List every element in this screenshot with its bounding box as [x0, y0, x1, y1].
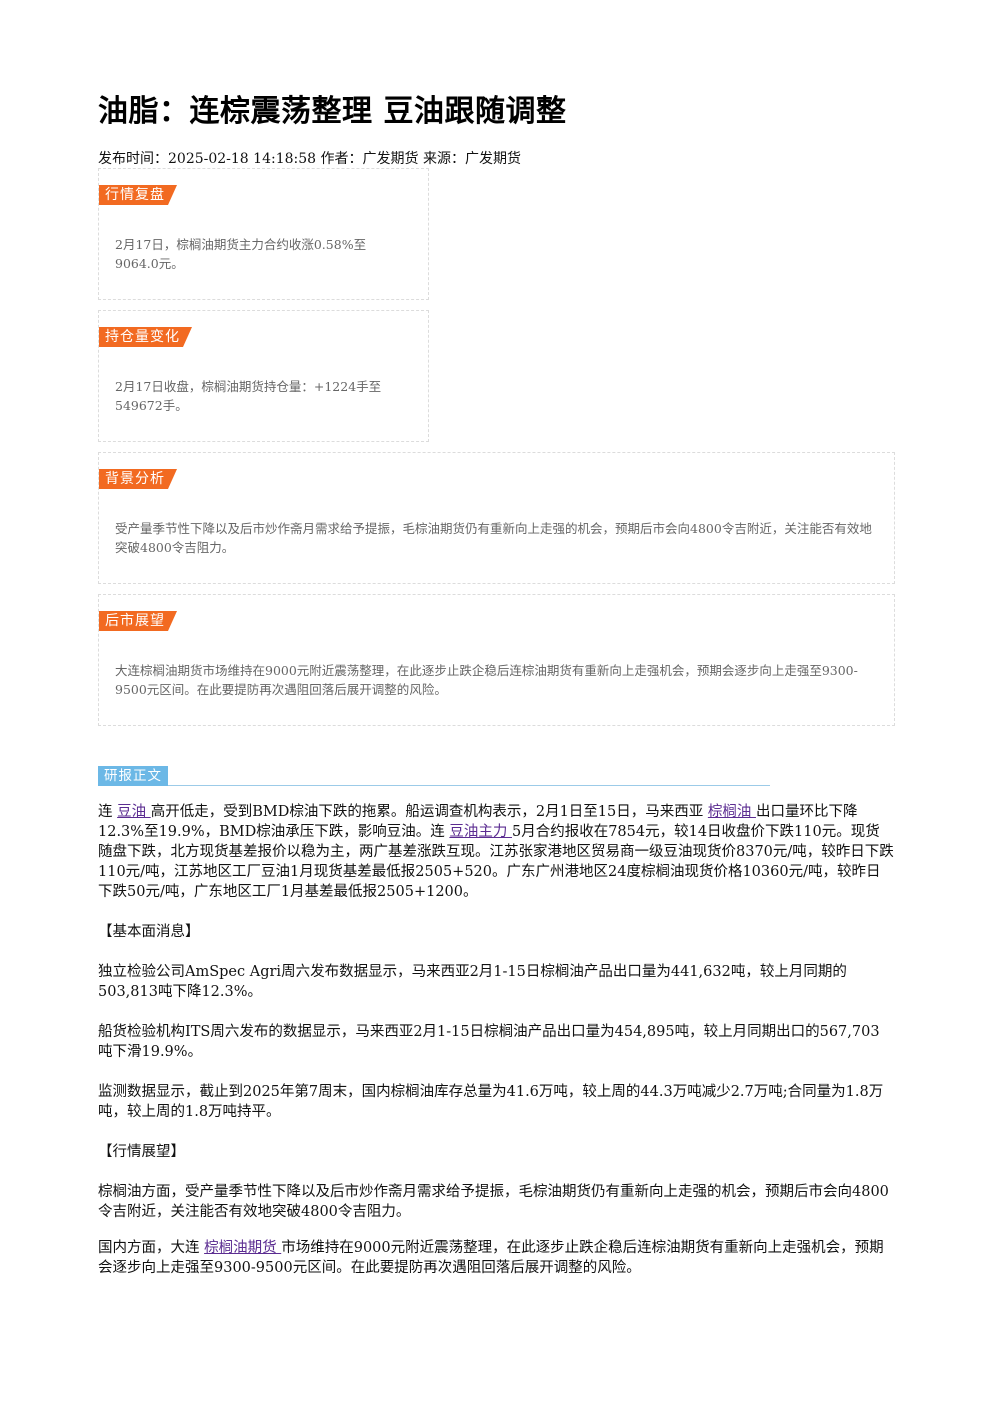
article-title: 油脂：连棕震荡整理 豆油跟随调整	[98, 94, 567, 129]
position-change-tag: 持仓量变化	[99, 327, 192, 347]
market-review-text: 2月17日，棕榈油期货主力合约收涨0.58%至9064.0元。	[115, 237, 367, 271]
link-palm-oil-futures[interactable]: 棕榈油期货	[204, 1240, 282, 1256]
article-meta: 发布时间：2025-02-18 14:18:58 作者：广发期货 来源：广发期货	[98, 151, 521, 167]
link-soybean-oil[interactable]: 豆油	[117, 804, 151, 820]
outlook-tag: 后市展望	[99, 611, 177, 631]
body-paragraph-4: 监测数据显示，截止到2025年第7周末，国内棕榈油库存总量为41.6万吨，较上周…	[98, 1084, 884, 1120]
text-run: 5月合约报收在7854元，较14日收盘价下跌110元。现货随盘下跌，北方现货基差…	[98, 824, 894, 900]
report-tag: 研报正文	[98, 766, 168, 786]
body-paragraph-3: 船货检验机构ITS周六发布的数据显示，马来西亚2月1-15日棕榈油产品出口量为4…	[98, 1024, 880, 1060]
position-change-box: 持仓量变化 2月17日收盘，棕榈油期货持仓量：+1224手至549672手。	[98, 310, 429, 442]
market-review-box: 行情复盘 2月17日，棕榈油期货主力合约收涨0.58%至9064.0元。	[98, 168, 429, 300]
section-heading-outlook: 【行情展望】	[98, 1144, 185, 1160]
text-run: 连	[98, 804, 118, 820]
background-tag: 背景分析	[99, 469, 177, 489]
report-header: 研报正文	[98, 766, 770, 788]
section-heading-fundamentals: 【基本面消息】	[98, 924, 200, 940]
body-paragraph-6: 国内方面，大连 棕榈油期货 市场维持在9000元附近震荡整理，在此逐步止跌企稳后…	[98, 1238, 894, 1278]
market-review-tag: 行情复盘	[99, 185, 177, 205]
link-palm-oil[interactable]: 棕榈油	[707, 804, 756, 820]
body-paragraph-5: 棕榈油方面，受产量季节性下降以及后市炒作斋月需求给予提振，毛棕油期货仍有重新向上…	[98, 1184, 889, 1220]
link-soybean-oil-main[interactable]: 豆油主力	[449, 824, 512, 840]
text-run: 市场维持在9000元附近震荡整理，在此逐步止跌企稳后连棕油期货有重新向上走强机会…	[98, 1240, 884, 1276]
outlook-box: 后市展望 大连棕榈油期货市场维持在9000元附近震荡整理，在此逐步止跌企稳后连棕…	[98, 594, 895, 726]
outlook-text: 大连棕榈油期货市场维持在9000元附近震荡整理，在此逐步止跌企稳后连棕油期货有重…	[115, 663, 858, 697]
position-change-text: 2月17日收盘，棕榈油期货持仓量：+1224手至549672手。	[115, 379, 382, 413]
text-run: 高开低走，受到BMD棕油下跌的拖累。船运调查机构表示，2月1日至15日，马来西亚	[150, 804, 708, 820]
body-paragraph-1: 连 豆油 高开低走，受到BMD棕油下跌的拖累。船运调查机构表示，2月1日至15日…	[98, 802, 894, 902]
body-paragraph-2: 独立检验公司AmSpec Agri周六发布数据显示，马来西亚2月1-15日棕榈油…	[98, 964, 847, 1000]
report-divider	[98, 785, 770, 786]
text-run: 国内方面，大连	[98, 1240, 205, 1256]
background-text: 受产量季节性下降以及后市炒作斋月需求给予提振，毛棕油期货仍有重新向上走强的机会，…	[115, 521, 872, 555]
text-run: 出口量环比下降12.3%至19.9%，BMD棕油承压下跌，影响豆油。连	[98, 804, 858, 840]
background-box: 背景分析 受产量季节性下降以及后市炒作斋月需求给予提振，毛棕油期货仍有重新向上走…	[98, 452, 895, 584]
